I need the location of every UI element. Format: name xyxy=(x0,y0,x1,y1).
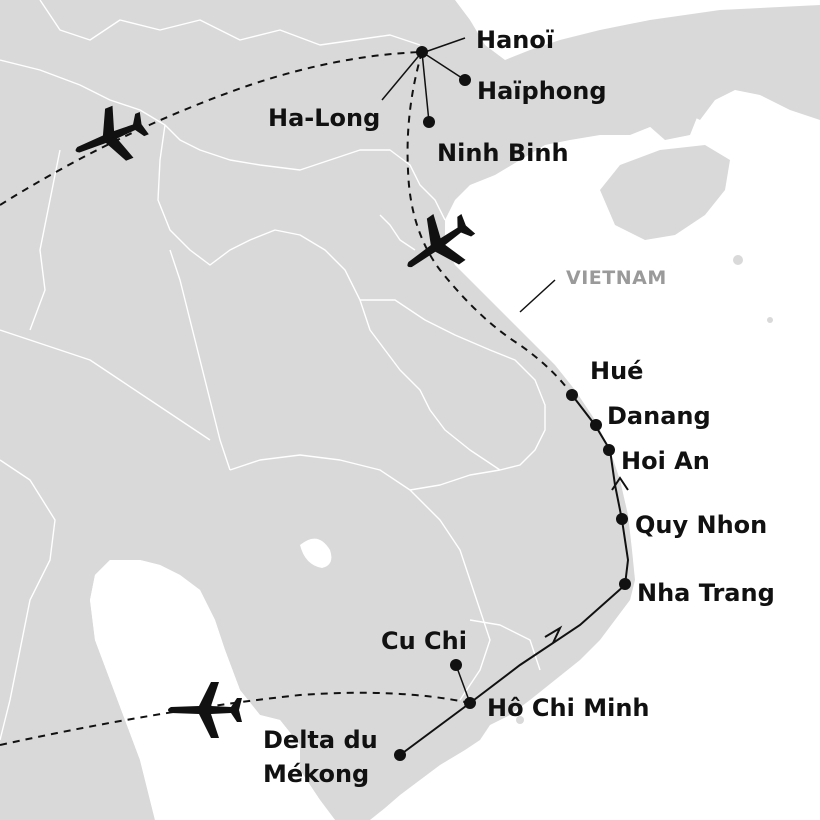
city-marker-hoian xyxy=(603,444,615,456)
island xyxy=(733,255,743,265)
label-quynhon: Quy Nhon xyxy=(635,511,767,539)
label-hanoi: Hanoï xyxy=(476,26,554,54)
label-hue: Hué xyxy=(590,357,643,385)
flight-route-hanoi-hue xyxy=(406,51,573,396)
city-marker-quynhon xyxy=(616,513,628,525)
city-marker-hue xyxy=(566,389,578,401)
island xyxy=(516,716,524,724)
east-coast-landmass xyxy=(648,95,700,140)
hainan-island xyxy=(600,145,730,240)
city-marker-cuchi xyxy=(450,659,462,671)
label-mekong-line1: Delta du xyxy=(263,726,378,754)
label-halong: Ha-Long xyxy=(268,104,380,132)
flight-route-international-north xyxy=(0,51,423,206)
halong-leader xyxy=(381,51,423,101)
label-hcm: Hô Chi Minh xyxy=(487,694,650,722)
city-marker-hanoi xyxy=(416,46,428,58)
label-danang: Danang xyxy=(607,402,711,430)
vietnam-leader xyxy=(519,279,556,313)
city-marker-hcm xyxy=(464,697,476,709)
ninhbinh-link xyxy=(421,51,430,123)
label-hoian: Hoi An xyxy=(621,447,710,475)
label-mekong-line2: Mékong xyxy=(263,760,369,788)
label-nhatrang: Nha Trang xyxy=(637,579,775,607)
label-ninhbinh: Ninh Binh xyxy=(437,139,569,167)
country-borders xyxy=(0,0,545,740)
direction-arrow-icon xyxy=(544,625,563,644)
label-cuchi: Cu Chi xyxy=(381,627,467,655)
city-marker-nhatrang xyxy=(619,578,631,590)
city-marker-haiphong xyxy=(459,74,471,86)
haiphong-link xyxy=(421,51,466,81)
label-haiphong: Haïphong xyxy=(477,77,607,105)
city-marker-danang xyxy=(590,419,602,431)
city-marker-ninhbinh xyxy=(423,116,435,128)
hanoi-leader xyxy=(424,37,466,53)
island xyxy=(767,317,773,323)
road-route xyxy=(399,394,630,756)
city-marker-mekong xyxy=(394,749,406,761)
flight-route-international-south xyxy=(0,691,471,746)
label-country-vietnam: VIETNAM xyxy=(566,267,667,289)
direction-arrow-icon xyxy=(611,476,629,491)
tonle-sap-lake xyxy=(300,538,332,568)
cuchi-link xyxy=(455,664,471,704)
